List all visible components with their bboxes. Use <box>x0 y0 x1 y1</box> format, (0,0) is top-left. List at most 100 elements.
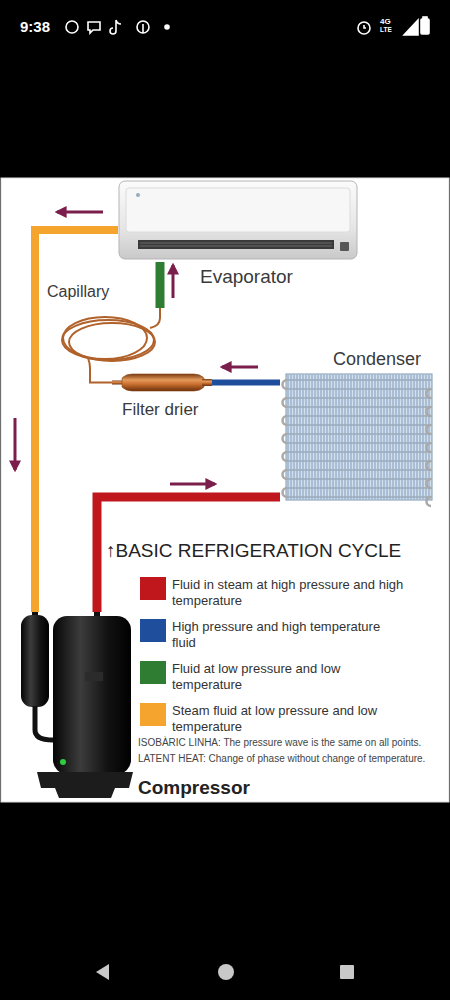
condenser-coil-part <box>286 433 432 434</box>
flow-arrow <box>170 483 215 486</box>
condenser-coil-part <box>288 375 289 499</box>
condenser-coil-part <box>381 375 382 499</box>
part-label: Condenser <box>333 349 421 370</box>
condenser-coil-part <box>286 496 432 497</box>
condenser-coil-part <box>427 461 432 470</box>
condenser-coil-part <box>283 488 288 497</box>
condenser-coil-part <box>405 375 406 499</box>
image-card <box>1 178 449 802</box>
background-shape <box>404 20 418 35</box>
flow-arrow <box>14 418 17 470</box>
condenser-coil-part <box>357 375 358 499</box>
capillary-coil-part <box>150 308 160 328</box>
condenser-coil-part <box>372 375 373 499</box>
legend-swatch <box>140 703 166 726</box>
condenser-coil-part <box>402 375 403 499</box>
condenser-coil-part <box>348 375 349 499</box>
condenser-coil-part <box>286 478 432 479</box>
condenser-coil-part <box>321 375 322 499</box>
condenser-coil-part <box>286 460 432 461</box>
condenser-coil-part <box>297 375 298 499</box>
compressor-unit-part <box>60 759 66 765</box>
compressor-unit-part <box>53 616 131 774</box>
condenser-coil-part <box>369 375 370 499</box>
condenser-coil-part <box>387 375 388 499</box>
condenser-coil-part <box>286 487 432 488</box>
capillary-coil-part <box>62 308 160 368</box>
condenser-coil-part <box>417 375 418 499</box>
condenser-coil-part <box>427 425 432 434</box>
capillary-coil-part <box>88 358 90 368</box>
condenser-coil-drawing <box>280 372 437 502</box>
filter-drier-drawing <box>112 373 212 392</box>
condenser-coil-part <box>303 375 304 499</box>
condenser-coil-part <box>286 415 432 416</box>
condenser-coil-part <box>333 375 334 499</box>
compressor-unit-part <box>37 772 133 798</box>
flow-arrow <box>172 265 175 298</box>
background-shape <box>165 25 169 29</box>
condenser-coil-part <box>327 375 328 499</box>
condenser-coil-part <box>283 380 288 389</box>
condenser-coil-part <box>360 375 361 499</box>
condenser-coil-part <box>286 469 432 470</box>
evaporator-unit-part <box>140 243 332 244</box>
condenser-coil-part <box>408 375 409 499</box>
compressor-unit-part <box>35 706 53 740</box>
legend-swatch <box>140 661 166 684</box>
condenser-coil-part <box>324 375 325 499</box>
condenser-coil-part <box>309 375 310 499</box>
evaporator-unit-part <box>138 240 334 249</box>
condenser-coil-part <box>283 416 288 425</box>
condenser-coil-part <box>286 379 432 380</box>
condenser-coil-part <box>336 375 337 499</box>
condenser-coil-part <box>283 470 288 479</box>
background-shape <box>364 25 366 28</box>
condenser-coil-part <box>354 375 355 499</box>
legend-text: Fluid at low pressure and low temperatur… <box>172 661 407 693</box>
pipe-group <box>15 212 118 612</box>
flow-arrow <box>222 366 258 369</box>
background-shape <box>110 20 121 34</box>
condenser-coil-part <box>339 375 340 499</box>
capillary-coil: Capillary <box>58 308 166 368</box>
condenser-coil-part <box>300 375 301 499</box>
background-shape <box>88 22 100 33</box>
low-pressure-liquid-pipe <box>156 262 165 308</box>
condenser-coil-part <box>420 375 421 499</box>
background-shape <box>340 965 354 979</box>
condenser-coil-part <box>375 375 376 499</box>
flow-arrow <box>57 211 103 214</box>
background-shape <box>66 21 78 33</box>
condenser-coil-part <box>366 375 367 499</box>
pipe-group <box>212 367 280 383</box>
condenser-coil-part <box>294 375 295 499</box>
condenser-coil-part <box>318 375 319 499</box>
condenser-coil-part <box>427 443 432 452</box>
background-shape <box>142 24 144 33</box>
filter-drier-part <box>202 379 212 386</box>
legend-swatch <box>140 577 166 600</box>
evaporator-unit-part <box>126 188 350 232</box>
evaporator-unit-part <box>340 242 349 251</box>
condenser-coil-part <box>399 375 400 499</box>
part-label: Evaporator <box>200 266 293 288</box>
status-icons <box>66 17 429 35</box>
condenser-coil-part <box>427 497 432 506</box>
condenser-coil-part <box>306 375 307 499</box>
condenser-coil-part <box>286 397 432 398</box>
diagram-title: ↑BASIC REFRIGERATION CYCLE <box>106 540 401 562</box>
status-time: 9:38 <box>20 18 50 37</box>
filter-drier: Filter drier <box>112 373 212 392</box>
legend-text: Fluid in steam at high pressure and high… <box>172 577 407 609</box>
part-label: Compressor <box>138 777 250 799</box>
condenser-coil-part <box>286 442 432 443</box>
background-shape <box>358 22 370 34</box>
background-shape <box>218 964 234 980</box>
condenser-coil-part <box>363 375 364 499</box>
legend-text: Steam fluid at low pressure and low temp… <box>172 703 407 735</box>
evaporator-unit-part <box>119 181 357 259</box>
condenser-coil-part <box>286 406 432 407</box>
condenser-coil-part <box>427 479 432 488</box>
